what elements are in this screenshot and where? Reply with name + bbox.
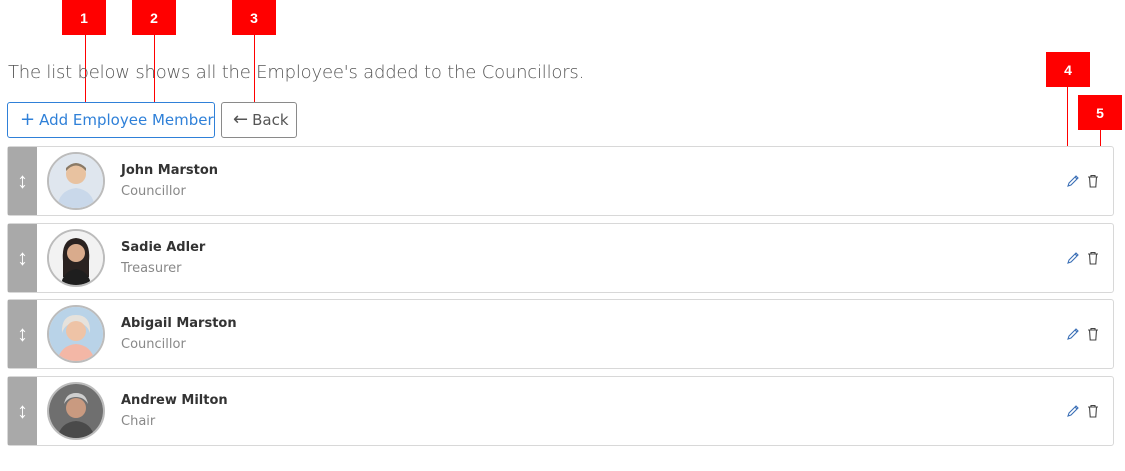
annotation-marker-4: 4 xyxy=(1046,52,1090,87)
member-role: Councillor xyxy=(121,184,186,199)
annotation-marker-5: 5 xyxy=(1078,95,1122,130)
member-row: ↕ John Marston Councillor xyxy=(7,146,1114,216)
annotation-line-2 xyxy=(154,35,155,115)
pencil-icon[interactable] xyxy=(1065,173,1081,189)
back-button[interactable]: ← Back xyxy=(221,102,297,138)
member-role: Chair xyxy=(121,414,156,429)
add-employee-member-label: Add Employee Member xyxy=(39,111,214,129)
avatar xyxy=(47,152,105,210)
annotation-marker-3: 3 xyxy=(232,0,276,35)
trash-icon[interactable] xyxy=(1085,250,1101,266)
pencil-icon[interactable] xyxy=(1065,403,1081,419)
avatar xyxy=(47,229,105,287)
trash-icon[interactable] xyxy=(1085,326,1101,342)
member-name: Sadie Adler xyxy=(121,240,206,255)
drag-handle-icon[interactable]: ↕ xyxy=(8,224,37,292)
annotation-line-4 xyxy=(1067,87,1068,175)
drag-handle-icon[interactable]: ↕ xyxy=(8,300,37,368)
member-row: ↕ Sadie Adler Treasurer xyxy=(7,223,1114,293)
member-name: Abigail Marston xyxy=(121,316,237,331)
trash-icon[interactable] xyxy=(1085,173,1101,189)
drag-handle-icon[interactable]: ↕ xyxy=(8,147,37,215)
member-name: Andrew Milton xyxy=(121,393,228,408)
member-name: John Marston xyxy=(121,163,219,178)
drag-handle-icon[interactable]: ↕ xyxy=(8,377,37,445)
pencil-icon[interactable] xyxy=(1065,250,1081,266)
annotation-line-3 xyxy=(254,35,255,115)
member-role: Councillor xyxy=(121,337,186,352)
annotation-line-1 xyxy=(85,35,86,115)
trash-icon[interactable] xyxy=(1085,403,1101,419)
member-role: Treasurer xyxy=(121,261,182,276)
member-row: ↕ Abigail Marston Councillor xyxy=(7,299,1114,369)
pencil-icon[interactable] xyxy=(1065,326,1081,342)
annotation-marker-1: 1 xyxy=(62,0,106,35)
member-row: ↕ Andrew Milton Chair xyxy=(7,376,1114,446)
arrow-left-icon: ← xyxy=(233,109,249,130)
avatar xyxy=(47,382,105,440)
add-employee-member-button[interactable]: + Add Employee Member xyxy=(7,102,215,138)
back-label: Back xyxy=(252,111,289,129)
plus-icon: + xyxy=(20,109,36,130)
avatar xyxy=(47,305,105,363)
annotation-marker-2: 2 xyxy=(132,0,176,35)
intro-text: The list below shows all the Employee's … xyxy=(8,62,585,83)
